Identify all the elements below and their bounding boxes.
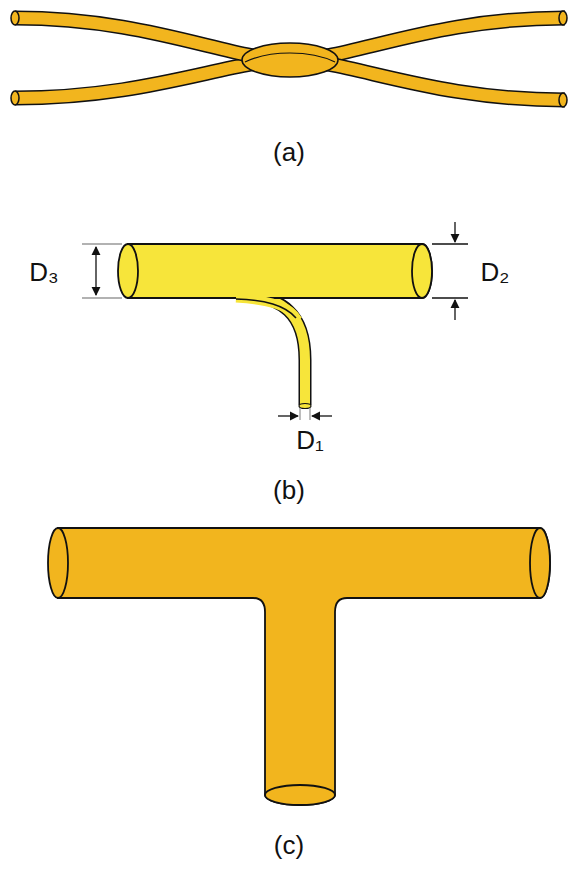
dimension-label: D₁	[296, 427, 324, 453]
dimension-lines	[82, 222, 468, 420]
t-coupler	[48, 528, 550, 805]
dimension-label: D₃	[29, 259, 58, 285]
panel-label: (b)	[273, 477, 305, 503]
panel-label: (a)	[273, 139, 305, 165]
tapered-coupler	[118, 244, 432, 409]
dimension-label: D₂	[481, 259, 510, 285]
panel-label: (c)	[274, 832, 304, 858]
fused-fibers	[11, 11, 567, 107]
